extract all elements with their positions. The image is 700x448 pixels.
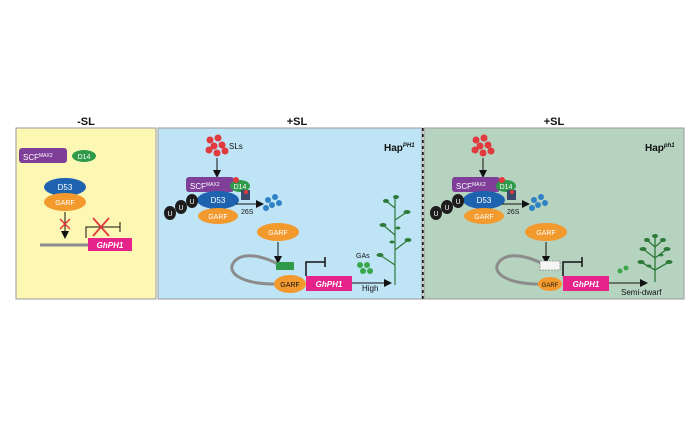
sl-bound-2 (499, 177, 505, 183)
panel-title-minus-sl: -SL (77, 116, 95, 128)
garf-bound-weak (538, 277, 562, 291)
ubiquitin (430, 206, 442, 220)
binding-site (276, 262, 294, 270)
garf-label-3: GARF (268, 230, 287, 237)
svg-text:SCFMAX2: SCFMAX2 (190, 182, 220, 191)
svg-text:U: U (178, 205, 183, 212)
d53-label: D53 (58, 183, 73, 192)
svg-text:U: U (433, 211, 438, 218)
panel-minus-sl: -SL SCFMAX2 D14 D53 GARF GhPH1 (15, 116, 157, 300)
panel-title-plus-sl-1: +SL (287, 116, 308, 128)
gene-label-2: GhPH1 (316, 280, 343, 289)
blocked-cross-small (59, 218, 71, 230)
svg-text:U: U (455, 199, 460, 206)
svg-text:SCFMAX2: SCFMAX2 (23, 153, 53, 162)
haplotype-label-high: HapPH1 (384, 143, 415, 154)
ubiquitin (186, 194, 198, 208)
plant-leaves-short (637, 234, 673, 268)
scf-superscript: MAX2 (39, 153, 53, 159)
garf-label-5: GARF (474, 214, 493, 221)
d53-repressor-3 (463, 191, 505, 209)
panel-background-plus-sl-1 (157, 127, 423, 300)
garf-factor-3 (464, 208, 504, 224)
scf-label: SCF (23, 153, 39, 162)
scf-superscript-2: MAX2 (206, 182, 220, 188)
scf-superscript-3: MAX2 (472, 182, 486, 188)
sl-molecules (205, 134, 229, 157)
gene-box-3 (563, 276, 609, 291)
blocked-cross-large (92, 217, 110, 237)
svg-text:U: U (189, 199, 194, 206)
haplotype-label-dwarf: Happh1 (645, 143, 675, 154)
d14-label: D14 (78, 154, 91, 161)
gene-label-3: GhPH1 (573, 280, 600, 289)
garf-factor-2 (198, 208, 238, 224)
mutated-binding-site (539, 260, 561, 271)
d14-receptor-2 (230, 180, 250, 192)
ga-molecules-2 (617, 265, 629, 274)
gene-box-2 (306, 276, 352, 291)
ga-molecules (357, 262, 373, 274)
svg-text:SCFMAX2: SCFMAX2 (456, 182, 486, 191)
scf-label-3: SCF (456, 182, 472, 191)
sl-molecules-2 (471, 134, 495, 157)
svg-text:U: U (167, 211, 172, 218)
scf-max2-complex-2 (186, 177, 234, 192)
panel-plus-sl-high: +SL HapPH1 SLs SCFMAX2 D14 D53 U U (157, 116, 423, 300)
gene-box (88, 238, 132, 251)
gene-label: GhPH1 (97, 241, 124, 250)
proteasome-label: 26S (241, 209, 254, 216)
d14-receptor (72, 150, 96, 162)
sl-bound (233, 177, 239, 183)
panel-title-plus-sl-2: +SL (544, 116, 565, 128)
haplotype-sup-high: PH1 (403, 143, 415, 149)
dna-loop-2 (495, 254, 551, 286)
garf-free-2 (525, 223, 567, 241)
scf-label-2: SCF (190, 182, 206, 191)
scf-max2-complex (19, 148, 67, 163)
proteasome-26s-2 (507, 190, 516, 200)
d14-label-2: D14 (234, 184, 247, 191)
scf-max2-complex-3 (452, 177, 500, 192)
d14-label-3: D14 (500, 184, 513, 191)
garf-free (257, 223, 299, 241)
panel-plus-sl-dwarf: +SL Happh1 SCFMAX2 D14 D53 U U U (423, 116, 685, 300)
garf-label: GARF (55, 200, 74, 207)
ubiquitin (175, 200, 187, 214)
gas-label: GAs (356, 253, 370, 260)
high-label: High (362, 284, 378, 293)
d53-label-3: D53 (477, 196, 492, 205)
proteasome-label-2: 26S (507, 209, 520, 216)
ubiquitin (441, 200, 453, 214)
plant-leaves-tall (376, 195, 412, 257)
transcription-inhibition-3 (562, 257, 583, 276)
garf-label-6: GARF (536, 230, 555, 237)
d14-receptor-3 (496, 180, 516, 192)
ubiquitin (164, 206, 176, 220)
degraded-fragments-2 (529, 194, 548, 211)
haplotype-sup-dwarf: ph1 (663, 143, 675, 149)
garf-factor (44, 193, 86, 211)
proteasome-26s (241, 190, 250, 200)
transcription-inhibition-2 (305, 257, 326, 276)
degraded-fragments (263, 194, 282, 211)
d53-repressor (44, 178, 86, 196)
d53-repressor-2 (197, 191, 239, 209)
svg-text:U: U (444, 205, 449, 212)
garf-label-7: GARF (542, 283, 559, 289)
semi-dwarf-label: Semi-dwarf (621, 288, 662, 297)
garf-label-2: GARF (208, 214, 227, 221)
garf-bound (274, 275, 306, 293)
ubiquitin (452, 194, 464, 208)
d53-label-2: D53 (211, 196, 226, 205)
garf-label-4: GARF (280, 282, 299, 289)
ubiquitin-chain: U U U (164, 194, 198, 220)
dna-loop (230, 254, 286, 286)
transcription-inhibition (85, 222, 121, 238)
sls-label: SLs (229, 142, 243, 151)
ubiquitin-chain-2: U U U (430, 194, 464, 220)
